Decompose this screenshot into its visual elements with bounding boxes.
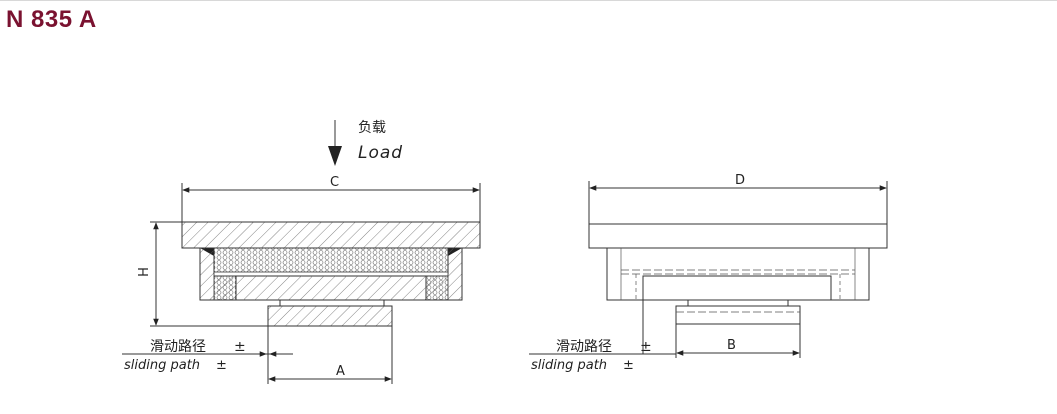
sliding-path-label-cn-right: 滑动路径 bbox=[556, 338, 612, 355]
bottom-plate-outline bbox=[675, 305, 801, 325]
sliding-path-label-cn: 滑动路径 bbox=[150, 338, 206, 355]
load-label-cn: 负载 bbox=[358, 120, 386, 136]
left-section-view: 负载 Load C H 滑动路径 ± bbox=[122, 120, 481, 384]
dim-b-label: B bbox=[727, 338, 736, 353]
right-outline-view: D 滑动路径 ± sliding path ± B bbox=[529, 173, 888, 373]
sliding-path-pm-cn: ± bbox=[234, 339, 246, 355]
header-rule bbox=[0, 0, 1057, 1]
piston-outline bbox=[642, 275, 832, 301]
dim-d-label: D bbox=[735, 173, 745, 188]
elastomer-pad bbox=[214, 248, 448, 274]
ptfe-guide bbox=[279, 299, 385, 307]
side-pad-right bbox=[425, 275, 449, 301]
sliding-path-pm-cn-right: ± bbox=[640, 339, 652, 355]
piston bbox=[236, 276, 426, 300]
bottom-plate bbox=[267, 305, 393, 327]
sliding-sheet bbox=[213, 271, 449, 277]
side-pad-left bbox=[213, 275, 237, 301]
sliding-path-label-en-right: sliding path bbox=[531, 358, 607, 373]
dim-a-label: A bbox=[336, 364, 345, 379]
dim-h-label: H bbox=[137, 267, 152, 277]
sliding-path-pm-en: ± bbox=[216, 358, 227, 373]
dim-c-label: C bbox=[330, 175, 339, 190]
ptfe-guide-outline bbox=[687, 299, 789, 307]
sliding-path-pm-en-right: ± bbox=[623, 358, 634, 373]
sliding-path-label-en: sliding path bbox=[124, 358, 200, 373]
top-plate bbox=[181, 221, 481, 249]
load-arrow-icon bbox=[328, 146, 342, 166]
product-title: N 835 A bbox=[6, 6, 97, 33]
load-label-en: Load bbox=[358, 143, 403, 163]
top-plate-outline bbox=[588, 223, 888, 249]
